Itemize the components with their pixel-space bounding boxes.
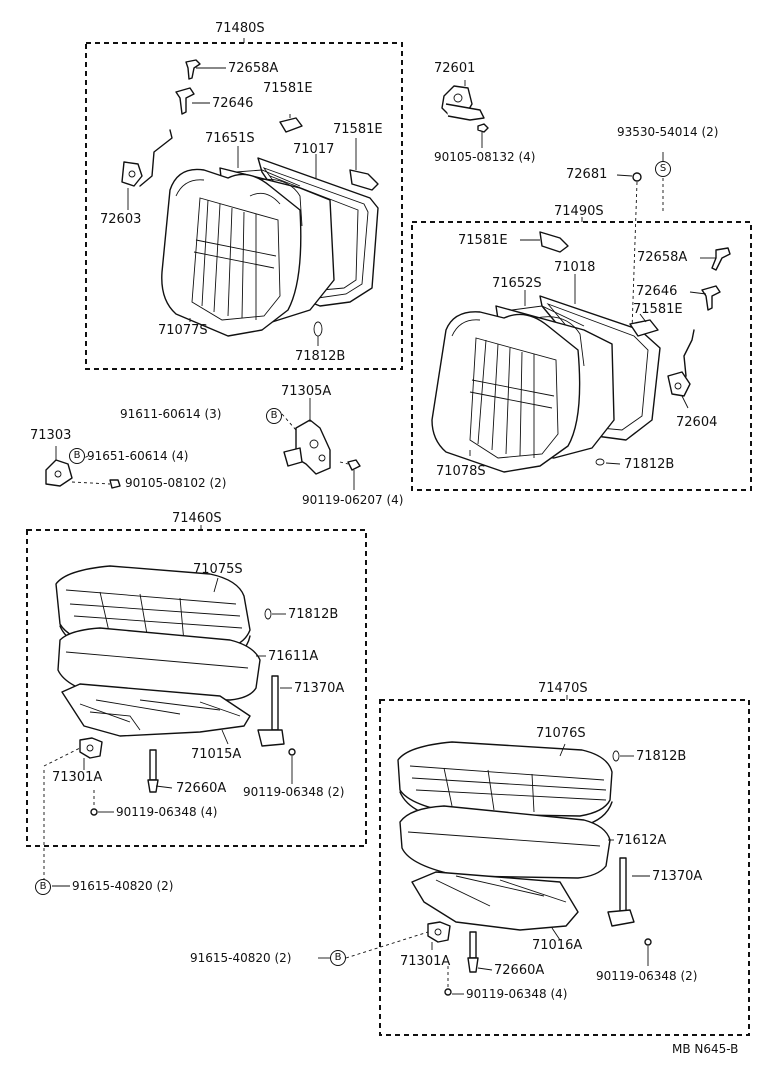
part-label-91615-40820: 91615-40820 (2) <box>72 879 174 893</box>
part-label-71651S: 71651S <box>205 131 255 146</box>
bracket-72601 <box>441 80 489 148</box>
part-label-90119-06348: 90119-06348 (2) <box>243 785 345 799</box>
hinge-71305A <box>281 398 361 490</box>
part-label-91651-60614: 91651-60614 (4) <box>87 449 189 463</box>
part-label-71301A: 71301A <box>52 770 103 785</box>
cushion-right-frame <box>411 871 579 931</box>
group-box-71470S <box>379 699 750 1036</box>
part-label-71303: 71303 <box>30 428 72 443</box>
part-label-71077S: 71077S <box>158 323 208 338</box>
part-label-93530-54014: 93530-54014 (2) <box>617 125 719 139</box>
part-label-72660A: 72660A <box>494 963 545 978</box>
part-label-71015A: 71015A <box>191 747 242 762</box>
group-title-71460S: 71460S <box>172 511 222 526</box>
clip-71812B-1 <box>313 321 323 337</box>
group-title-71480S: 71480S <box>215 21 265 36</box>
part-label-90119-06348: 90119-06348 (4) <box>116 805 218 819</box>
recliner-lever-left <box>121 129 173 187</box>
seatback-right-cover <box>431 311 581 473</box>
recliner-lever-right <box>667 329 695 397</box>
group-box-71490S <box>411 221 752 491</box>
marker-B: B <box>35 879 51 895</box>
part-label-91615-40820: 91615-40820 (2) <box>190 951 292 965</box>
headrest-pin-right <box>539 231 731 337</box>
part-label-71581E: 71581E <box>458 233 508 248</box>
belt-72660A-left <box>147 749 173 793</box>
part-label-71301A: 71301A <box>400 954 451 969</box>
headrest-pin-left <box>175 59 379 191</box>
part-label-71076S: 71076S <box>536 726 586 741</box>
part-label-71370A: 71370A <box>652 869 703 884</box>
cushion-right-pad <box>399 805 611 879</box>
part-label-71812B: 71812B <box>288 607 339 622</box>
part-label-72646: 72646 <box>636 284 678 299</box>
part-label-71581E: 71581E <box>333 122 383 137</box>
bracket-71301A-left <box>43 737 103 880</box>
part-label-71652S: 71652S <box>492 276 542 291</box>
belt-71370A-right <box>607 857 652 966</box>
part-label-72601: 72601 <box>434 61 476 76</box>
bracket-71301A-right <box>345 921 452 996</box>
part-label-90105-08132: 90105-08132 (4) <box>434 150 536 164</box>
part-label-71812B: 71812B <box>636 749 687 764</box>
part-label-72660A: 72660A <box>176 781 227 796</box>
cushion-right-cover <box>397 741 613 827</box>
part-label-90119-06348: 90119-06348 (4) <box>466 987 568 1001</box>
part-label-72658A: 72658A <box>228 61 279 76</box>
marker-B: B <box>266 408 282 424</box>
marker-B: B <box>69 448 85 464</box>
reference-code: MB N645-B <box>672 1042 739 1056</box>
group-title-71490S: 71490S <box>554 204 604 219</box>
part-label-72646: 72646 <box>212 96 254 111</box>
part-label-71305A: 71305A <box>281 384 332 399</box>
part-label-71016A: 71016A <box>532 938 583 953</box>
group-box-71460S <box>26 529 367 847</box>
part-label-71075S: 71075S <box>193 562 243 577</box>
part-label-71078S: 71078S <box>436 464 486 479</box>
part-label-71581E: 71581E <box>263 81 313 96</box>
part-label-71581E: 71581E <box>633 302 683 317</box>
part-label-72603: 72603 <box>100 212 142 227</box>
part-label-71017: 71017 <box>293 142 335 157</box>
belt-71370A-left <box>257 675 296 784</box>
clip-71812B-3 <box>264 608 272 620</box>
belt-72660A-right <box>467 931 493 973</box>
part-label-90119-06348: 90119-06348 (2) <box>596 969 698 983</box>
part-label-71812B: 71812B <box>295 349 346 364</box>
bushing-72681 <box>616 152 664 331</box>
part-label-71370A: 71370A <box>294 681 345 696</box>
part-label-72658A: 72658A <box>637 250 688 265</box>
part-label-90105-08102: 90105-08102 (2) <box>125 476 227 490</box>
marker-B: B <box>330 950 346 966</box>
part-label-72604: 72604 <box>676 415 718 430</box>
part-label-90119-06207: 90119-06207 (4) <box>302 493 404 507</box>
part-label-72681: 72681 <box>566 167 608 182</box>
part-label-71018: 71018 <box>554 260 596 275</box>
bracket-71303 <box>45 446 121 489</box>
marker-S: S <box>655 161 671 177</box>
clip-71812B-4 <box>612 750 620 762</box>
part-label-71612A: 71612A <box>616 833 667 848</box>
part-label-71611A: 71611A <box>268 649 319 664</box>
cushion-left-frame <box>61 683 251 737</box>
seatback-left-cover <box>161 168 302 337</box>
clip-71812B-2 <box>595 458 605 466</box>
group-title-71470S: 71470S <box>538 681 588 696</box>
part-label-91611-60614: 91611-60614 (3) <box>120 407 222 421</box>
part-label-71812B: 71812B <box>624 457 675 472</box>
